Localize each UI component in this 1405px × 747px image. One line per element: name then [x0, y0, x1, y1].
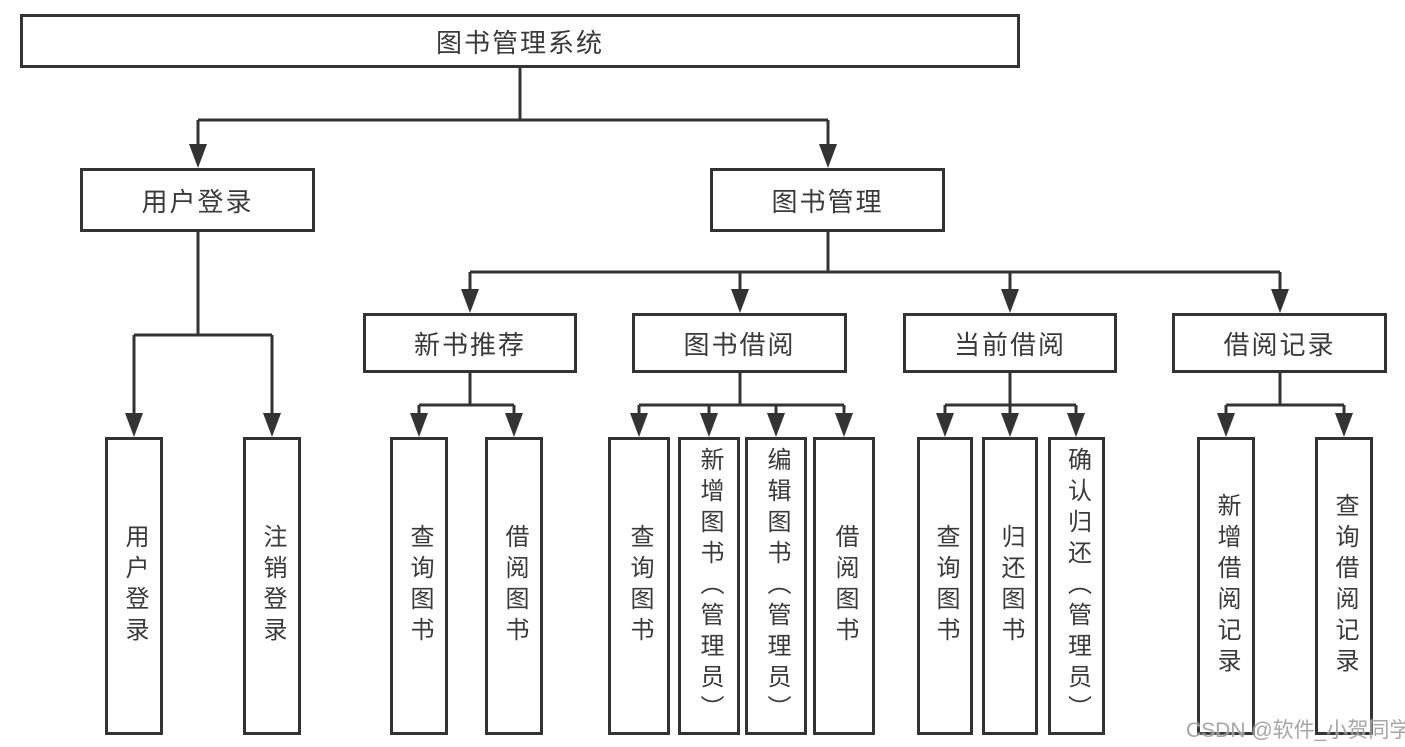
node-label: 编辑图书（管理员）	[763, 446, 790, 726]
leaf-query-books-borrow: 查询图书	[608, 437, 670, 735]
node-label: 查询借阅记录	[1331, 493, 1358, 679]
leaf-logout: 注销登录	[243, 437, 301, 735]
connector-user-login-to-leaves	[132, 232, 274, 418]
leaf-query-books-current: 查询图书	[917, 437, 973, 735]
connector-new-book-recommend-to-leaves	[417, 373, 516, 418]
node-new-book-recommend: 新书推荐	[363, 313, 577, 373]
connector-current-borrow-to-leaves	[943, 373, 1078, 418]
node-book-management: 图书管理	[710, 168, 945, 232]
node-label: 新增图书（管理员）	[696, 446, 723, 726]
node-label: 新增借阅记录	[1213, 493, 1240, 679]
node-borrow-records: 借阅记录	[1172, 313, 1387, 373]
node-label: 当前借阅	[953, 329, 1066, 360]
arrowhead	[936, 413, 954, 437]
node-label: 注销登录	[259, 524, 286, 648]
leaf-query-borrow-record: 查询借阅记录	[1315, 437, 1373, 735]
arrowhead	[1335, 413, 1353, 437]
arrowhead	[189, 144, 207, 168]
arrowhead	[767, 413, 785, 437]
arrowhead	[1001, 413, 1019, 437]
connector-borrow-records-to-leaves	[1224, 373, 1346, 418]
node-label: 用户登录	[141, 186, 254, 217]
node-label: 借阅图书	[501, 524, 528, 648]
arrowhead	[731, 289, 749, 313]
arrowhead	[461, 289, 479, 313]
node-label: 借阅记录	[1223, 329, 1336, 360]
node-label: 借阅图书	[831, 524, 858, 648]
node-library-management-system: 图书管理系统	[20, 14, 1020, 68]
leaf-query-books-recommend: 查询图书	[390, 437, 448, 735]
leaf-add-book-admin: 新增图书（管理员）	[678, 437, 740, 735]
node-label: 确认归还（管理员）	[1063, 446, 1091, 726]
connector-book-management-to-level3	[468, 232, 1282, 295]
leaf-confirm-return-admin: 确认归还（管理员）	[1048, 437, 1105, 735]
node-label: 图书管理系统	[435, 27, 604, 58]
arrowhead	[410, 413, 428, 437]
arrowhead	[819, 144, 837, 168]
node-label: 新书推荐	[413, 329, 526, 360]
leaf-add-borrow-record: 新增借阅记录	[1197, 437, 1255, 735]
connector-book-borrow-to-leaves	[637, 373, 846, 418]
arrowhead	[1217, 413, 1235, 437]
node-current-borrow: 当前借阅	[903, 313, 1117, 373]
node-label: 查询图书	[626, 524, 653, 648]
arrowhead	[1001, 289, 1019, 313]
arrowhead	[1067, 413, 1085, 437]
arrowhead	[263, 413, 281, 437]
arrowhead	[835, 413, 853, 437]
node-label: 查询图书	[932, 524, 959, 648]
arrowhead	[630, 413, 648, 437]
leaf-borrow-books: 借阅图书	[813, 437, 875, 735]
node-book-borrow: 图书借阅	[632, 313, 847, 373]
watermark: CSDN @软件_小贺同学	[1186, 719, 1405, 742]
node-label: 图书借阅	[683, 329, 796, 360]
leaf-edit-book-admin: 编辑图书（管理员）	[745, 437, 807, 735]
arrowhead	[505, 413, 523, 437]
node-label: 归还图书	[997, 524, 1024, 648]
arrowhead	[1271, 289, 1289, 313]
node-user-login: 用户登录	[80, 168, 315, 232]
connector-root-to-level2	[196, 68, 830, 150]
arrowhead	[125, 413, 143, 437]
leaf-user-login: 用户登录	[105, 437, 163, 735]
arrowhead	[700, 413, 718, 437]
node-label: 查询图书	[406, 524, 433, 648]
node-label: 图书管理	[771, 186, 884, 217]
leaf-return-book: 归还图书	[982, 437, 1038, 735]
node-label: 用户登录	[121, 524, 148, 648]
leaf-borrow-books-recommend: 借阅图书	[485, 437, 543, 735]
